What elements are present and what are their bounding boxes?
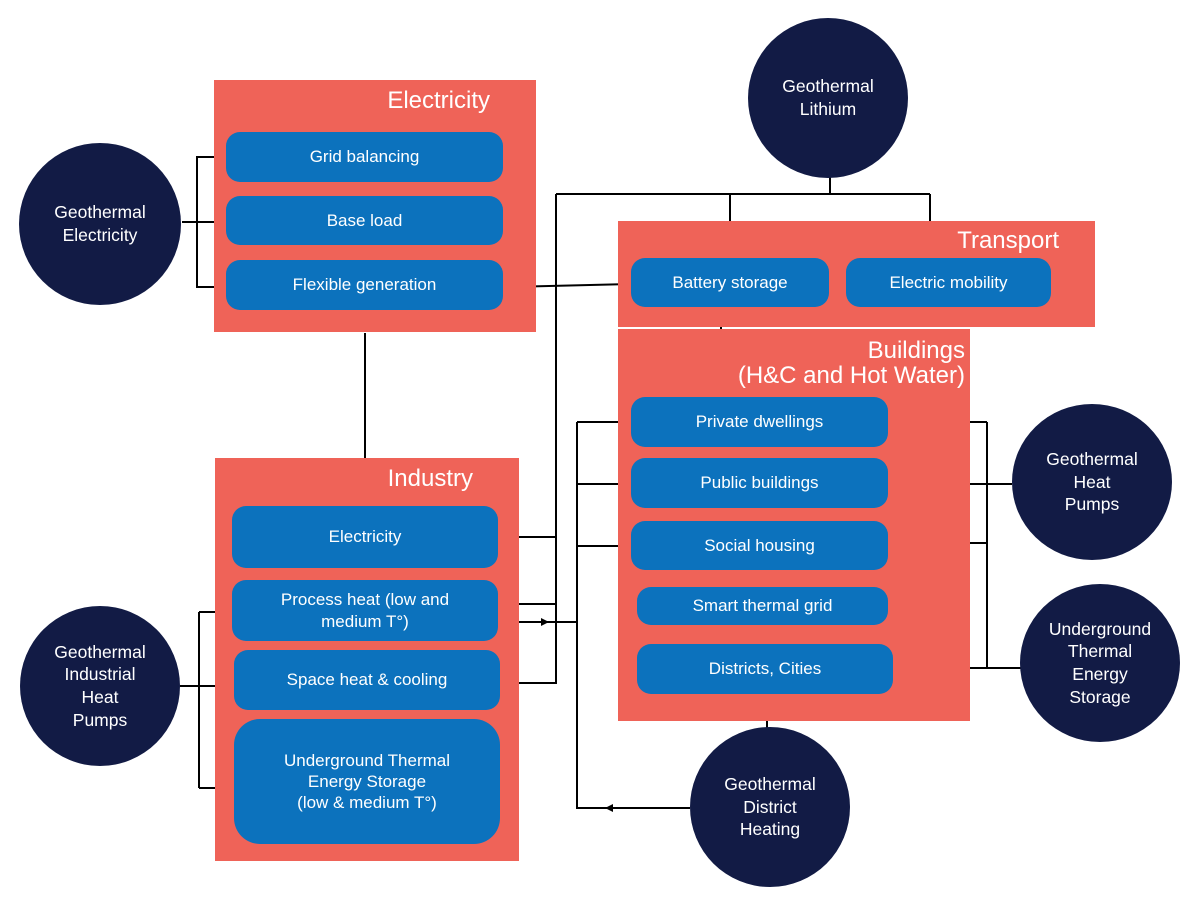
public-buildings-box[interactable]: Public buildings — [631, 458, 888, 508]
geothermal-district-heating-node[interactable]: Geothermal District Heating — [690, 727, 850, 887]
geothermal-heat-pumps-node[interactable]: Geothermal Heat Pumps — [1012, 404, 1172, 560]
battery-storage-box[interactable]: Battery storage — [631, 258, 829, 307]
line-geoelec-grid — [182, 153, 227, 223]
utes-industry-box[interactable]: Underground Thermal Energy Storage (low … — [234, 719, 500, 844]
underground-thermal-storage-node[interactable]: Underground Thermal Energy Storage — [1020, 584, 1180, 742]
process-heat-box[interactable]: Process heat (low and medium T°) — [232, 580, 498, 641]
line-lithium-industry — [505, 194, 557, 687]
grid-balancing-box[interactable]: Grid balancing — [226, 132, 503, 182]
geothermal-electricity-node[interactable]: Geothermal Electricity — [19, 143, 181, 305]
base-load-box[interactable]: Base load — [226, 196, 503, 245]
geothermal-lithium-node[interactable]: Geothermal Lithium — [748, 18, 908, 178]
districts-cities-box[interactable]: Districts, Cities — [637, 644, 893, 694]
geothermal-industrial-heat-pumps-node[interactable]: Geothermal Industrial Heat Pumps — [20, 606, 180, 766]
smart-thermal-grid-box[interactable]: Smart thermal grid — [637, 587, 888, 625]
electricity-panel-title: Electricity — [387, 87, 490, 114]
social-housing-box[interactable]: Social housing — [631, 521, 888, 570]
transport-panel-title: Transport — [957, 227, 1059, 254]
industry-panel-title: Industry — [387, 465, 473, 492]
buildings-panel-title: Buildings (H&C and Hot Water) — [737, 337, 965, 390]
electric-mobility-box[interactable]: Electric mobility — [846, 258, 1051, 307]
industry-electricity-box[interactable]: Electricity — [232, 506, 498, 568]
space-heat-cooling-box[interactable]: Space heat & cooling — [234, 650, 500, 710]
private-dwellings-box[interactable]: Private dwellings — [631, 397, 888, 447]
flexible-generation-box[interactable]: Flexible generation — [226, 260, 503, 310]
